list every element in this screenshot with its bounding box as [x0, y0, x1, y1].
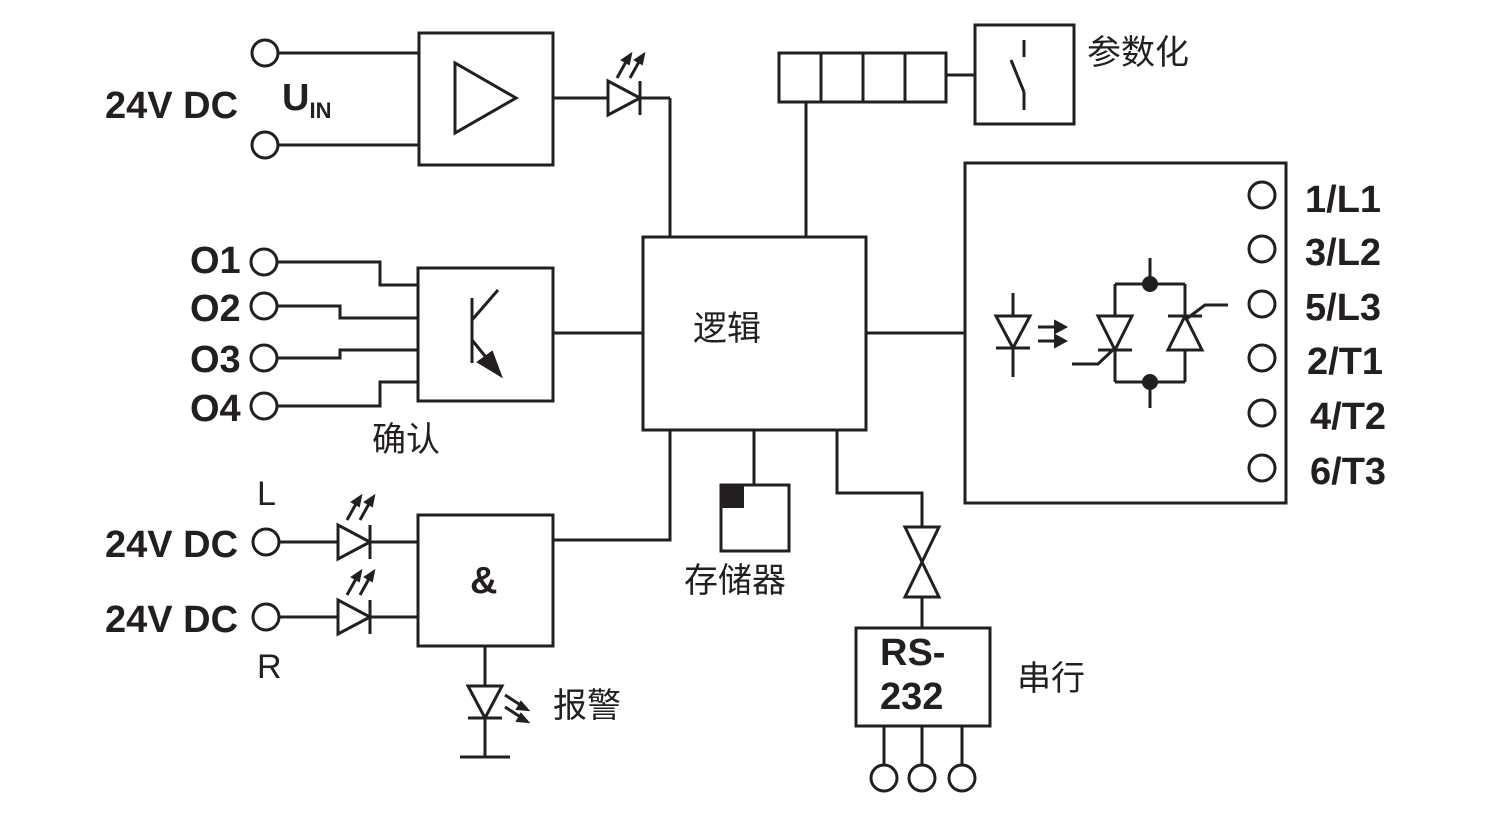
supply-section: 24V DC UIN	[105, 31, 672, 237]
output-section: 1/L1 3/L2 5/L3 2/T1 4/T2 6/T3	[963, 161, 1386, 505]
input-label-o1: O1	[190, 240, 241, 282]
output-label-6: 6/T3	[1310, 451, 1386, 493]
memory-label: 存储器	[684, 562, 786, 600]
alarm-led-diode	[465, 684, 505, 722]
parametrize-section: 参数化	[777, 23, 1189, 237]
alarm-led-rays	[504, 693, 531, 724]
wire-logic-to-serial	[835, 430, 924, 527]
alarm-section: L R 24V DC 24V DC &	[105, 430, 672, 759]
optocoupler-led-icon	[993, 293, 1033, 377]
output-label-2: 3/L2	[1305, 232, 1381, 274]
rs232-block	[854, 626, 992, 728]
serial-section: RS- 232 串行	[835, 430, 1085, 793]
input-terminal-o2	[249, 291, 279, 321]
alarm-voltage-r: 24V DC	[105, 599, 238, 641]
wire-o4	[277, 380, 418, 408]
ack-label: 确认	[372, 421, 440, 459]
output-terminal-4	[1247, 343, 1277, 373]
input-terminal-o1	[249, 247, 279, 277]
led-l-diode	[336, 522, 374, 562]
logic-label: 逻辑	[693, 310, 761, 348]
alarm-terminal-r	[251, 602, 281, 632]
thyristor-pair-icon	[1072, 258, 1228, 408]
input-terminal-o4	[249, 391, 279, 421]
serial-terminal-1	[869, 763, 899, 793]
switch-icon	[1009, 40, 1026, 110]
logic-section: 逻辑	[553, 235, 965, 432]
supply-voltage-label: 24V DC	[105, 85, 238, 127]
and-gate-label: &	[470, 560, 497, 602]
and-gate-block	[416, 513, 555, 648]
wire-o1	[277, 260, 418, 287]
supply-terminal-top	[250, 38, 280, 68]
output-terminal-1	[1247, 180, 1277, 210]
serial-terminal-3	[947, 763, 977, 793]
inputs-section: O1 O2 O3 O4 确认	[190, 240, 555, 459]
wire-o3	[277, 348, 418, 360]
output-terminal-3	[1247, 289, 1277, 319]
transistor-icon	[470, 289, 503, 379]
alarm-l-label: L	[257, 475, 276, 513]
optocoupler-light-arrows-icon	[1038, 319, 1069, 349]
input-label-o2: O2	[190, 288, 241, 330]
output-label-3: 5/L3	[1305, 287, 1381, 329]
bidirectional-arrow-icon	[902, 525, 942, 599]
uin-sub: IN	[309, 98, 331, 123]
wire-and-to-logic	[553, 430, 672, 542]
parametrize-label: 参数化	[1087, 34, 1189, 72]
output-label-1: 1/L1	[1305, 179, 1381, 221]
output-terminal-5	[1247, 398, 1277, 428]
alarm-r-label: R	[257, 648, 282, 686]
led-r-diode	[336, 597, 374, 637]
memory-section: 存储器	[684, 430, 791, 600]
output-terminal-6	[1247, 453, 1277, 483]
rs232-label-line1: RS-	[880, 632, 945, 674]
transistor-block	[416, 266, 555, 403]
uin-main: U	[282, 77, 309, 119]
serial-label: 串行	[1017, 660, 1085, 698]
wire-o2	[277, 304, 418, 320]
rs232-label-line2: 232	[880, 676, 943, 718]
power-led-diode	[606, 78, 644, 118]
amplifier-triangle-symbol	[453, 60, 520, 136]
output-terminal-2	[1247, 234, 1277, 264]
supply-terminal-bottom	[250, 130, 280, 160]
alarm-terminal-l	[251, 527, 281, 557]
led-l-rays	[345, 493, 376, 521]
logic-block	[641, 235, 868, 432]
alarm-voltage-l: 24V DC	[105, 524, 238, 566]
input-terminal-o3	[249, 343, 279, 373]
power-led-rays	[615, 51, 646, 79]
output-label-4: 2/T1	[1307, 341, 1383, 383]
serial-terminal-2	[907, 763, 937, 793]
alarm-label: 报警	[553, 687, 621, 725]
input-label-o4: O4	[190, 388, 241, 430]
led-r-rays	[345, 568, 376, 596]
output-label-5: 4/T2	[1310, 396, 1386, 438]
input-label-o3: O3	[190, 339, 241, 381]
uin-label: UIN	[282, 77, 331, 123]
memory-fill-icon	[720, 484, 744, 508]
